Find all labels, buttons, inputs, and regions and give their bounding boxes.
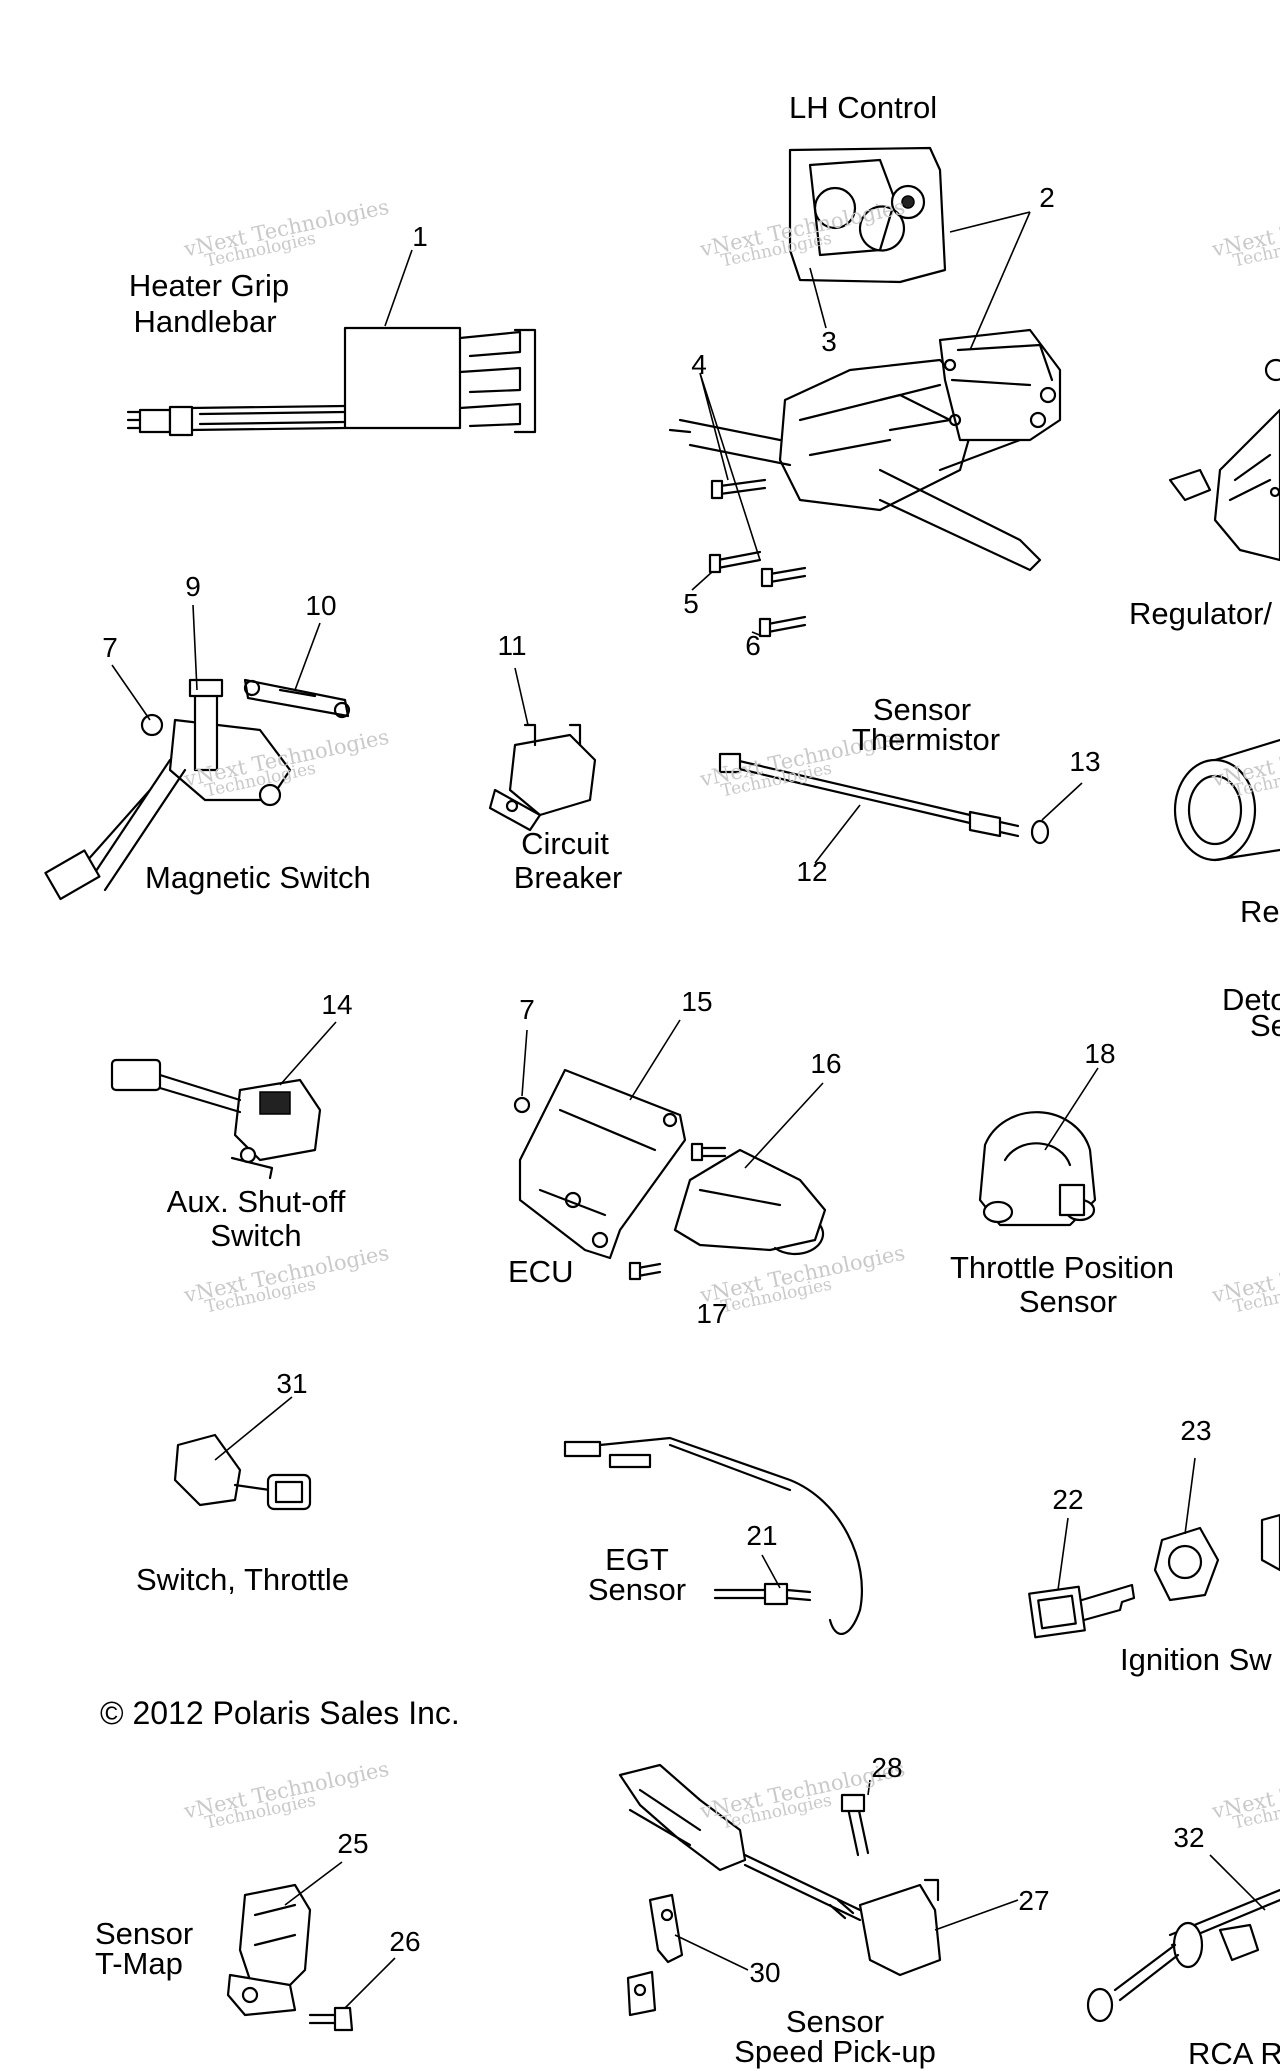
callout-number: 5 — [683, 588, 699, 619]
callout-number: 30 — [749, 1957, 781, 1988]
label-lh-control: LH Control — [789, 90, 938, 125]
callout-number: 25 — [337, 1828, 369, 1859]
callout-number: 23 — [1180, 1415, 1212, 1446]
callout-number: 9 — [185, 571, 201, 602]
callout-number: 11 — [497, 630, 527, 661]
callout-number: 13 — [1069, 746, 1101, 777]
label-throttle-sensor: Sensor — [1018, 1284, 1118, 1319]
label-re: Re — [1240, 894, 1280, 929]
callout-number: 32 — [1173, 1822, 1205, 1853]
callout-number: 17 — [696, 1298, 728, 1329]
label-magnetic-switch: Magnetic Switch — [145, 860, 371, 895]
label-tmap: T-Map — [95, 1946, 183, 1981]
label-thermistor: Thermistor — [851, 722, 1001, 757]
callout-number: 4 — [691, 349, 707, 380]
callout-number: 2 — [1039, 182, 1055, 213]
label-deto: Deto — [1222, 982, 1280, 1017]
label-regulator: Regulator/ — [1129, 596, 1273, 631]
ecu-art — [513, 1068, 827, 1281]
label-se: Se — [1250, 1008, 1280, 1043]
label-ignition-switch: Ignition Sw — [1120, 1642, 1272, 1677]
callout-number: 28 — [871, 1752, 903, 1783]
callout-number: 22 — [1052, 1484, 1084, 1515]
callout-number: 7 — [102, 632, 118, 663]
throttle-position-art — [978, 1111, 1097, 1227]
callout-number: 27 — [1018, 1885, 1050, 1916]
aux-switch-art — [110, 1058, 322, 1180]
ignition-art — [1028, 1513, 1280, 1639]
callout-number: 14 — [321, 989, 353, 1020]
label-throttle-position: Throttle Position — [950, 1250, 1174, 1285]
callout-number: 6 — [745, 630, 761, 661]
label-speed-pickup: Speed Pick-up — [734, 2034, 936, 2069]
label-sensor-speed: Sensor — [785, 2004, 885, 2039]
rca-art — [1086, 1888, 1280, 2023]
label-ecu: ECU — [508, 1254, 574, 1289]
thermistor-art — [718, 752, 1050, 845]
label-circuit: Circuit — [521, 826, 609, 861]
tmap-art — [226, 1883, 354, 2032]
callout-number: 21 — [746, 1520, 778, 1551]
callout-number: 1 — [412, 221, 428, 252]
label-rca: RCA R — [1188, 2036, 1280, 2071]
label-aux-shutoff: Aux. Shut-off — [166, 1184, 346, 1219]
speed-sensor-art — [618, 1763, 942, 2017]
magnetic-switch-art — [44, 678, 351, 901]
callout-number: 16 — [810, 1048, 842, 1079]
label-egt: EGT — [605, 1542, 669, 1577]
label-heater-grip: Heater Grip — [128, 268, 290, 303]
copyright-text: © 2012 Polaris Sales Inc. — [100, 1695, 460, 1731]
label-aux-switch: Switch — [210, 1218, 302, 1253]
right-cylinder-art — [1173, 738, 1280, 862]
callout-number: 18 — [1084, 1038, 1116, 1069]
callout-number: 3 — [821, 326, 837, 357]
callout-number: 7 — [519, 994, 535, 1025]
callout-number: 31 — [276, 1368, 308, 1399]
callout-number: 10 — [305, 590, 337, 621]
label-sensor: Sensor — [872, 692, 972, 727]
label-switch-throttle: Switch, Throttle — [136, 1562, 350, 1597]
callout-number: 15 — [681, 986, 713, 1017]
egt-sensor-art — [563, 1436, 863, 1636]
label-breaker: Breaker — [513, 860, 623, 895]
callout-number: 12 — [796, 856, 828, 887]
leader-lines — [111, 211, 1266, 2009]
regulator-art — [1168, 358, 1280, 562]
lh-control-art — [668, 146, 1062, 638]
label-egt-sensor: Sensor — [587, 1572, 687, 1607]
circuit-breaker-art — [488, 723, 597, 832]
heater-grip-art — [126, 326, 537, 437]
switch-throttle-art — [173, 1433, 312, 1511]
label-sensor-tmap: Sensor — [95, 1916, 194, 1951]
callout-number: 26 — [389, 1926, 421, 1957]
label-handlebar: Handlebar — [133, 304, 277, 339]
